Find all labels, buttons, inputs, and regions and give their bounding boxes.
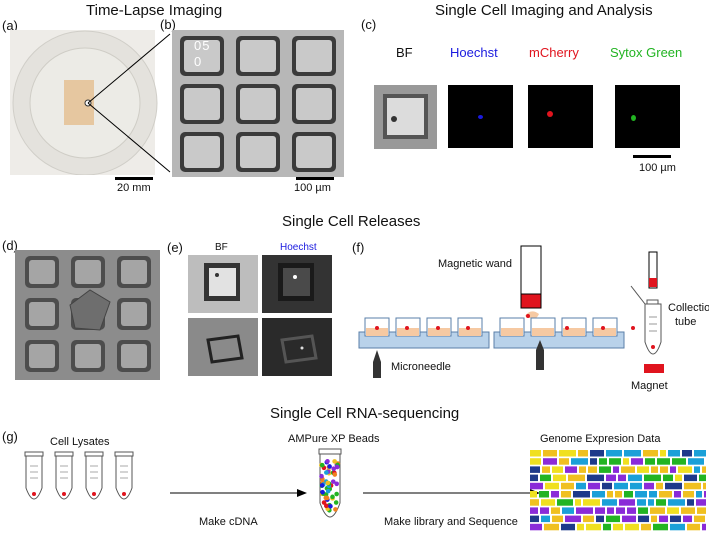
panel-label-b: (b)	[160, 17, 176, 32]
label-make-cdna: Make cDNA	[199, 516, 258, 528]
panel-label-f: (f)	[352, 240, 365, 255]
title-single-cell-releases: Single Cell Releases	[282, 213, 421, 230]
scale-bar-a	[115, 177, 153, 180]
dish-photo	[10, 30, 171, 175]
channel-label-mcherry: mCherry	[529, 45, 579, 60]
label-microneedle: Microneedle	[391, 361, 451, 373]
e-label-hoechst: Hoechst	[280, 242, 317, 253]
microwell-array-image	[172, 30, 344, 177]
label-ampure-beads: AMPure XP Beads	[288, 433, 380, 445]
microneedle-right	[536, 340, 544, 370]
release-microwell-image	[15, 250, 160, 380]
scale-bar-c	[633, 155, 671, 158]
wand-magnet-tip	[520, 293, 542, 309]
panel-label-g: (g)	[2, 429, 18, 444]
title-time-lapse: Time-Lapse Imaging	[86, 2, 223, 19]
channel-label-hoechst: Hoechst	[450, 45, 498, 60]
label-magnet: Magnet	[631, 380, 668, 392]
e-bf-after	[188, 318, 258, 376]
expression-heatmap	[530, 450, 706, 531]
sytox-signal	[631, 115, 636, 121]
e-bf-before	[188, 255, 258, 313]
lysate-tubes	[24, 451, 134, 500]
e-hoechst-after	[262, 318, 332, 376]
e-hoechst-before	[262, 255, 332, 313]
e-label-bf: BF	[215, 242, 228, 253]
hoechst-signal	[478, 115, 483, 119]
label-expression-data: Genome Expresion Data	[540, 433, 661, 445]
panel-label-d: (d)	[2, 238, 18, 253]
well-code-bottom: 0	[194, 54, 202, 69]
scale-label-a: 20 mm	[117, 182, 151, 194]
scale-bar-b	[296, 177, 334, 180]
channel-label-sytox: Sytox Green	[610, 45, 683, 60]
channel-label-bf: BF	[396, 45, 413, 60]
label-magnetic-wand: Magnetic wand	[438, 258, 512, 270]
scale-label-b: 100 µm	[294, 182, 331, 194]
hoechst-image	[448, 85, 513, 148]
release-schematic	[358, 245, 664, 378]
bead-tube	[318, 448, 342, 518]
sytox-image	[615, 85, 680, 148]
title-single-cell-rnaseq: Single Cell RNA-sequencing	[270, 405, 460, 422]
mcherry-image	[528, 85, 593, 148]
collection-tube	[630, 251, 662, 355]
bf-cell-image	[374, 85, 437, 149]
well-code-top: 05	[194, 38, 211, 53]
panel-label-a: (a)	[2, 18, 18, 33]
label-cell-lysates: Cell Lysates	[50, 436, 110, 448]
microneedle-left	[373, 350, 381, 378]
panel-label-c: (c)	[361, 17, 377, 32]
label-collection: Collection	[668, 302, 709, 314]
magnet-block	[644, 364, 664, 373]
scale-label-c: 100 µm	[639, 162, 676, 174]
title-single-cell-imaging: Single Cell Imaging and Analysis	[435, 2, 653, 19]
panel-label-e: (e)	[167, 240, 183, 255]
mcherry-signal	[547, 111, 553, 117]
label-tube: tube	[675, 316, 697, 328]
label-make-library: Make library and Sequence	[384, 516, 518, 528]
